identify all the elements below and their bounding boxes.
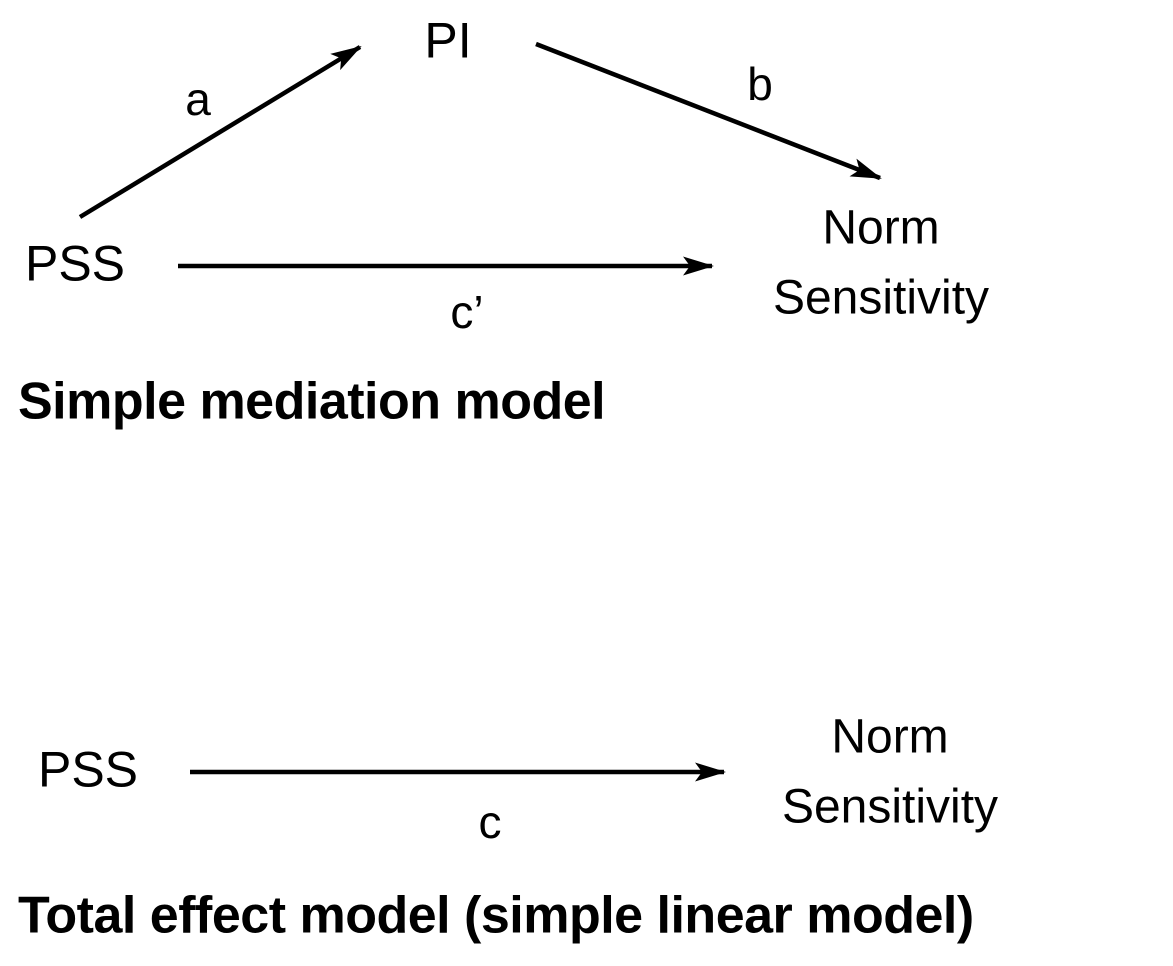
path-label-b: b (747, 58, 773, 110)
path-label-c: c (478, 796, 502, 848)
path-label-a: a (185, 73, 211, 125)
path-a-arrow (78, 45, 362, 219)
node-predictor-pss: PSS (24, 235, 126, 292)
path-label-c-prime: c’ (450, 286, 484, 338)
node-mediator-pi: PI (424, 12, 472, 69)
path-b-arrow (535, 41, 882, 181)
node-outcome-norm-sensitivity: Norm Sensitivity (772, 201, 990, 324)
node-outcome-norm-sensitivity-total: Norm Sensitivity (781, 710, 999, 833)
caption-simple-mediation-model: Simple mediation model (18, 372, 606, 431)
caption-total-effect-model: Total effect model (simple linear model) (18, 886, 974, 945)
node-predictor-pss-total: PSS (37, 741, 139, 798)
